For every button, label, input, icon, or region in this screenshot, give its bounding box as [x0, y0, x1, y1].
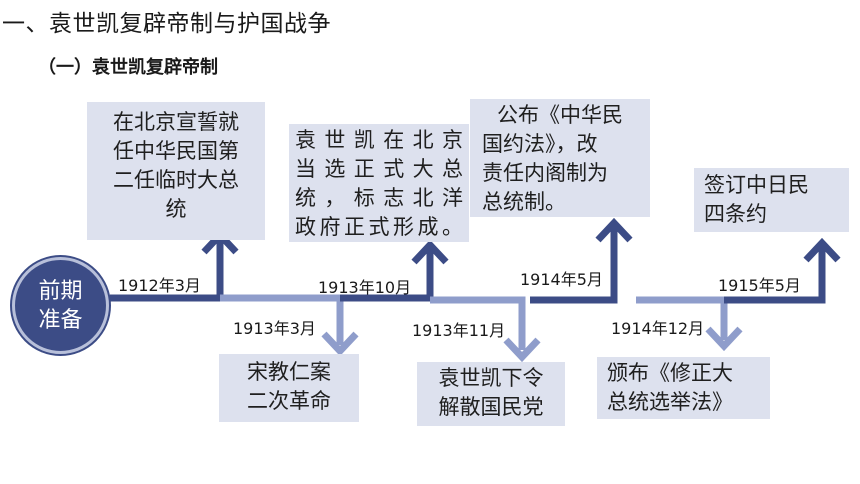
page-title: 一、袁世凯复辟帝制与护国战争 [2, 11, 331, 37]
event-7-line: 四条约 [704, 202, 767, 226]
event-1-line: 统 [165, 197, 187, 221]
event-2-line: 宋教仁案 [247, 360, 331, 384]
event-4-line: 袁世凯下令 [438, 366, 544, 390]
event-4-line: 解散国民党 [438, 395, 544, 419]
event-6-line: 颁布《修正大 [607, 361, 733, 385]
arrowhead-1915-05 [803, 237, 841, 263]
event-3-line: 袁世凯在北京 [295, 128, 463, 152]
event-5-line: 公布《中华民 [497, 103, 623, 127]
event-3-line: 政府正式形成。 [295, 215, 463, 239]
start-node-line1: 前期 [38, 279, 83, 304]
event-1-line: 二任临时大总 [113, 168, 239, 192]
arrow-1914-05 [530, 226, 618, 304]
event-box-1912-03: 在北京宣誓就 任中华民国第 二任临时大总 统 [87, 102, 265, 240]
event-box-1914-12: 颁布《修正大 总统选举法》 [597, 357, 770, 419]
arrowhead-1913-11 [503, 337, 541, 363]
arrowhead-1913-10 [411, 239, 449, 265]
date-label-1913-10: 1913年10月 [318, 278, 412, 297]
event-1-line: 任中华民国第 [113, 139, 239, 163]
event-5-line: 总统制。 [482, 190, 566, 214]
event-5-line: 国约法》，改 [482, 132, 598, 156]
arrowhead-1913-03 [321, 331, 359, 357]
date-label-1914-05: 1914年5月 [520, 270, 603, 289]
date-label-1915-05: 1915年5月 [718, 276, 801, 295]
event-3-line: 当选正式大总 [295, 157, 463, 181]
event-box-1914-05: 公布《中华民 国约法》，改 责任内阁制为 总统制。 [470, 99, 650, 217]
event-box-1913-11: 袁世凯下令 解散国民党 [417, 362, 565, 426]
start-node-line2: 准备 [38, 308, 83, 333]
date-label-1914-12: 1914年12月 [611, 319, 705, 338]
date-label-1913-03: 1913年3月 [233, 319, 316, 338]
date-label-1912-03: 1912年3月 [118, 276, 201, 295]
date-label-1913-11: 1913年11月 [412, 321, 506, 340]
event-1-line: 在北京宣誓就 [113, 110, 239, 134]
event-3-line: 统，标志北洋 [295, 186, 463, 210]
start-node-circle: 前期 准备 [12, 257, 109, 354]
event-box-1913-10: 袁世凯在北京 当选正式大总 统，标志北洋 政府正式形成。 [289, 124, 469, 242]
arrowhead-1914-05 [595, 217, 633, 243]
event-6-line: 总统选举法》 [607, 390, 733, 414]
event-box-1915-05: 签订中日民 四条约 [694, 168, 849, 232]
event-2-line: 二次革命 [247, 389, 331, 413]
arrowhead-1914-12 [705, 326, 743, 352]
event-7-line: 签订中日民 [704, 173, 809, 197]
arrow-1913-11 [430, 296, 526, 350]
event-5-line: 责任内阁制为 [482, 161, 608, 185]
section-subtitle: （一）袁世凯复辟帝制 [38, 57, 218, 78]
event-box-1913-03: 宋教仁案 二次革命 [219, 354, 359, 422]
arrow-1915-05 [724, 246, 826, 304]
